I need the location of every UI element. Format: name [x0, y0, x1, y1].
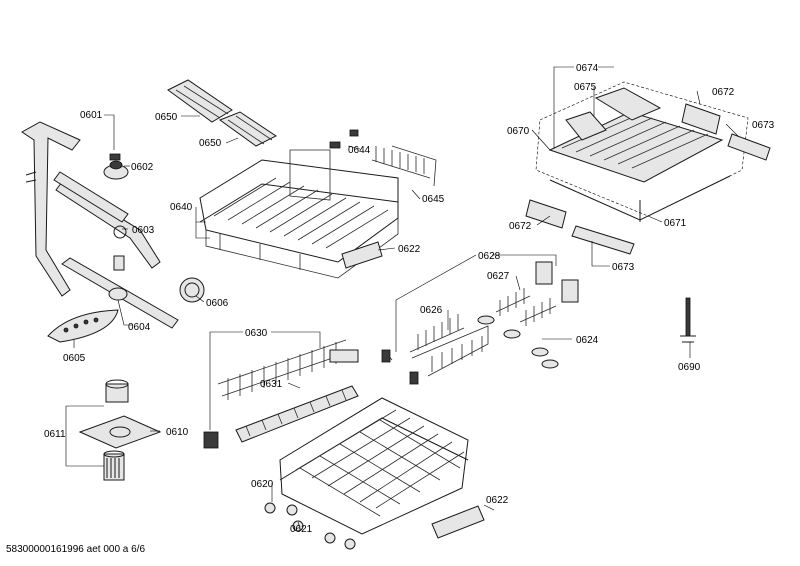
label-0627: 0627: [487, 271, 510, 282]
spray-arm-supply-pipe: [21, 121, 81, 297]
handle-0622-lower: [431, 505, 485, 539]
label-0645: 0645: [422, 194, 445, 205]
label-0604: 0604: [128, 322, 151, 333]
label-0602: 0602: [131, 162, 154, 173]
handle-0622-upper: [341, 241, 383, 269]
cutlery-tray-assembly: [525, 81, 771, 255]
label-0631: 0631: [260, 379, 283, 390]
label-0626: 0626: [420, 305, 443, 316]
label-0610: 0610: [166, 427, 189, 438]
label-0640: 0640: [170, 202, 193, 213]
label-0605: 0605: [63, 353, 86, 364]
document-footer: 58300000161996 aet 000 a 6/6: [6, 544, 146, 555]
filter-disc-0606: [179, 277, 205, 303]
part-0690: [680, 297, 696, 343]
hinges-0628: [381, 261, 579, 385]
clips-0624: [477, 315, 559, 369]
upper-basket: [199, 149, 399, 279]
cup-rack-0650-b: [218, 111, 277, 147]
fold-tines-0627: [495, 288, 557, 326]
label-0671: 0671: [664, 218, 687, 229]
lower-basket: [279, 397, 469, 535]
label-0650-a: 0650: [155, 112, 178, 123]
fold-tines-0626: [409, 314, 489, 377]
label-0644: 0644: [348, 145, 371, 156]
filter-assembly: [78, 379, 162, 481]
label-0672-top: 0672: [712, 87, 735, 98]
label-0674: 0674: [576, 63, 599, 74]
wheels-0620: [264, 502, 356, 550]
hub-0602: [103, 153, 129, 180]
upper-spray-arm: [53, 171, 161, 269]
filter-cover-0605: [47, 309, 119, 343]
label-0650-b: 0650: [199, 138, 222, 149]
rack-0631: [203, 385, 359, 449]
label-0670: 0670: [507, 126, 530, 137]
tine-row-0630: [217, 339, 359, 400]
label-0620: 0620: [251, 479, 274, 490]
label-0606: 0606: [206, 298, 229, 309]
label-0622-upper: 0622: [398, 244, 421, 255]
part-number-labels: 0601 0602 0603 0604 0605 0606 0610 0611 …: [44, 63, 775, 535]
label-0673-bottom: 0673: [612, 262, 635, 273]
label-0611: 0611: [44, 429, 66, 440]
lower-spray-arm: [61, 255, 179, 329]
label-0675: 0675: [574, 82, 597, 93]
tine-row-0645: [371, 145, 437, 187]
cup-rack-0650-a: [167, 79, 233, 123]
label-0622-lower: 0622: [486, 495, 509, 506]
label-0624: 0624: [576, 335, 599, 346]
clip-0644: [329, 129, 359, 149]
label-0673-right: 0673: [752, 120, 775, 131]
label-0690: 0690: [678, 362, 701, 373]
label-0628: 0628: [478, 251, 501, 262]
label-0601: 0601: [80, 110, 103, 121]
label-0630: 0630: [245, 328, 268, 339]
label-0621: 0621: [290, 524, 313, 535]
leader-lines: [65, 66, 739, 529]
label-0672-left: 0672: [509, 221, 532, 232]
label-0603: 0603: [132, 225, 155, 236]
